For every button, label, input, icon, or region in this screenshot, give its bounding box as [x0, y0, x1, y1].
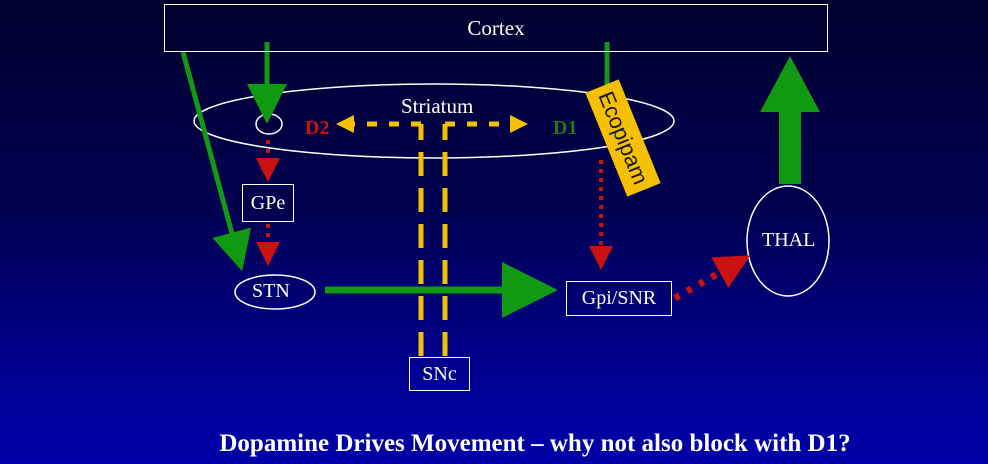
stn-ellipse	[234, 274, 316, 310]
thal-ellipse	[746, 185, 830, 297]
gpi-snr-box: Gpi/SNR	[566, 281, 672, 316]
cortex-to-stn-arrow	[180, 51, 252, 272]
striatum-label: Striatum	[401, 94, 474, 118]
dopamine-d2-arrowhead	[336, 115, 354, 133]
gpe-label: GPe	[250, 191, 286, 214]
gpe-box: GPe	[242, 184, 294, 222]
snc-label: SNc	[422, 362, 457, 385]
d2-neuron-ellipse	[255, 113, 283, 135]
d1-receptor-label: D1	[553, 117, 578, 139]
stn-label: STN	[252, 280, 290, 302]
cortex-box: Cortex	[164, 4, 828, 52]
slide-caption: Dopamine Drives Movement – why not also …	[219, 430, 851, 457]
gpi-to-thal-arrow	[673, 255, 751, 302]
striatum-ellipse	[193, 83, 675, 159]
gpi-snr-label: Gpi/SNR	[581, 287, 657, 309]
thal-to-cortex-shaft	[779, 108, 801, 184]
thal-label: THAL	[762, 229, 816, 251]
d2-receptor-label: D2	[305, 117, 330, 139]
thal-to-cortex-arrowhead	[760, 56, 820, 112]
cortex-label: Cortex	[467, 15, 525, 40]
dopamine-d1-arrowhead	[510, 115, 528, 133]
snc-box: SNc	[409, 357, 470, 391]
